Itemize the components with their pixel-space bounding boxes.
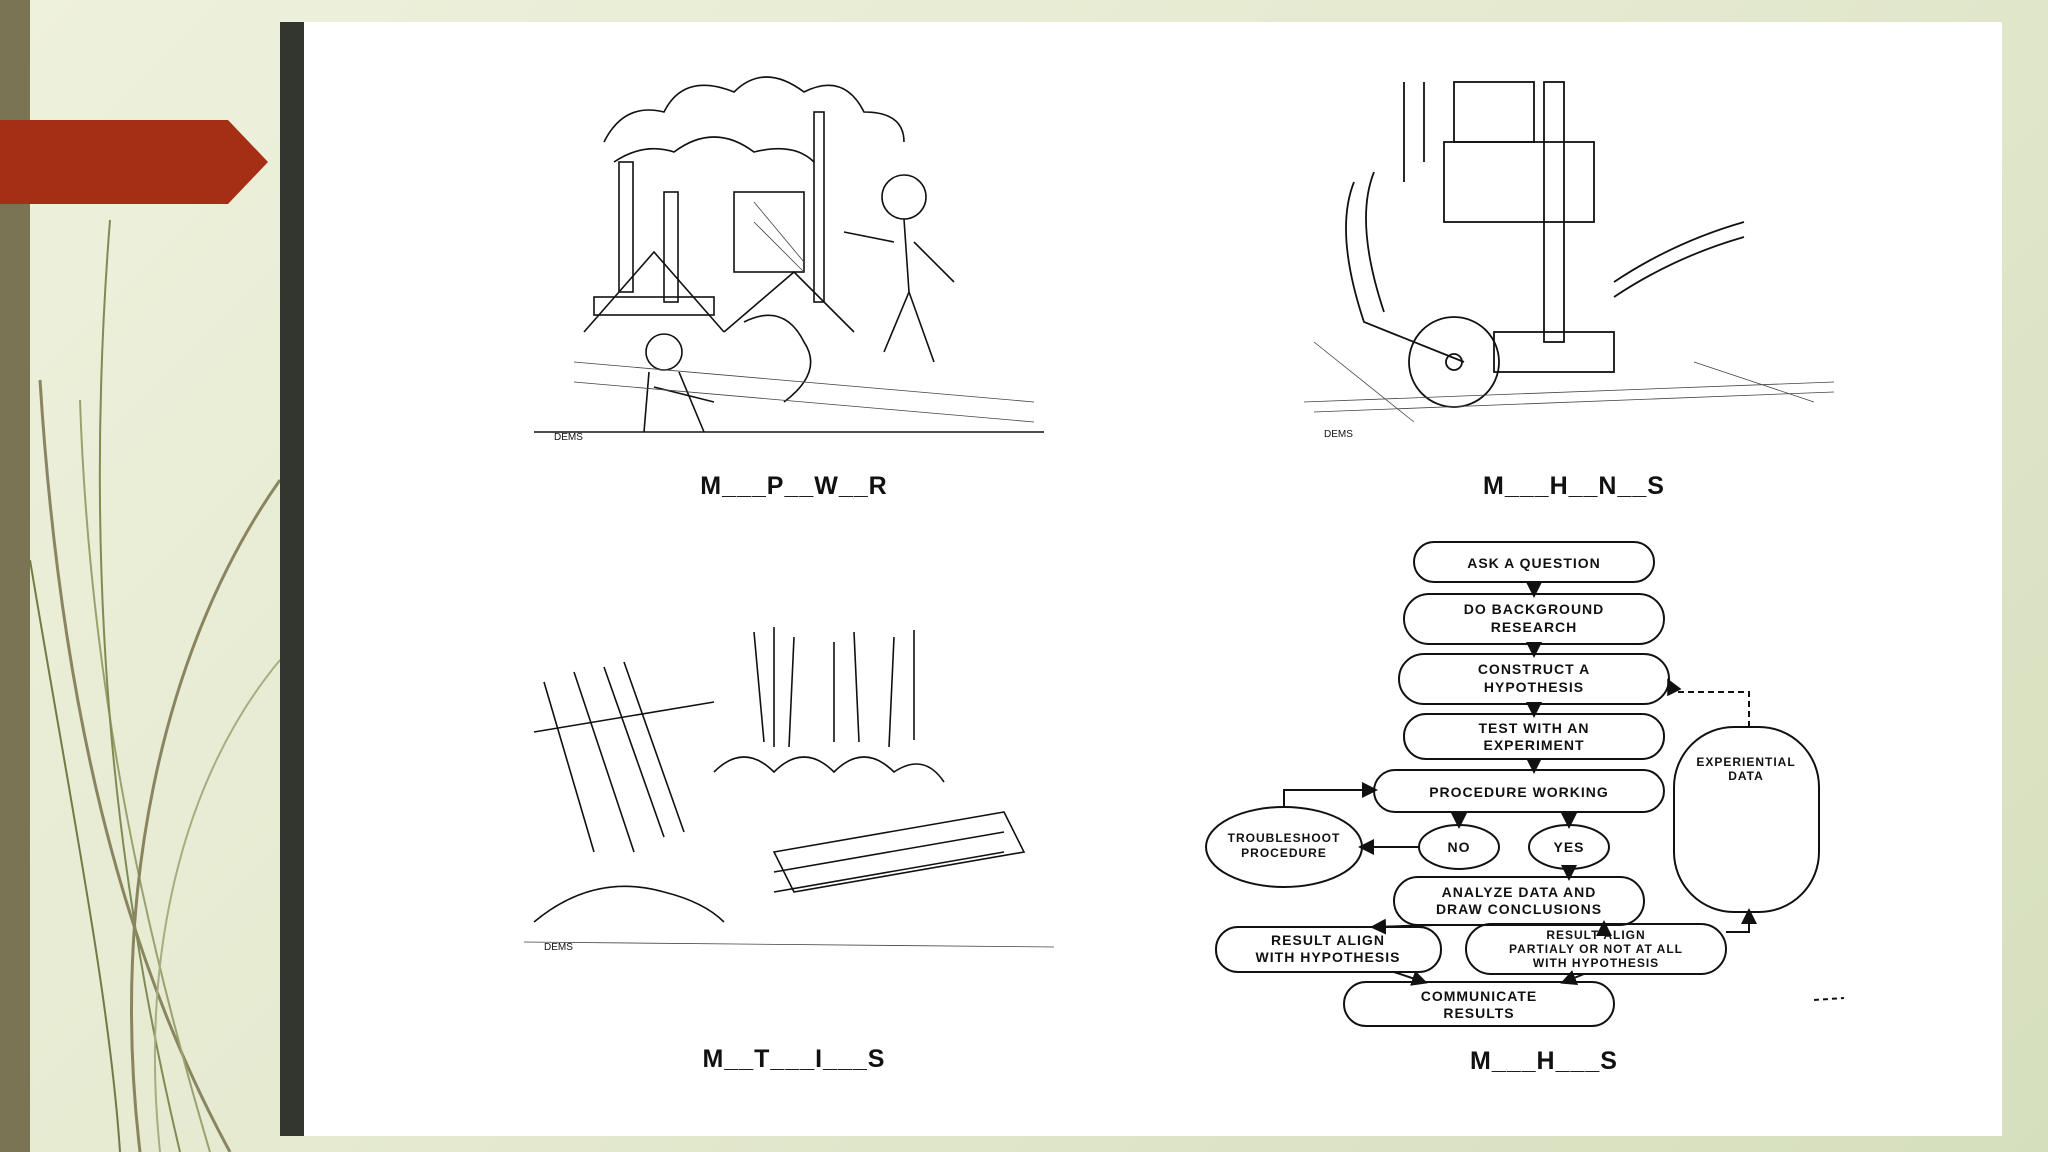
- artist-mark: DEMS: [554, 432, 583, 442]
- node-align-label-1: RESULT ALIGN: [1271, 932, 1385, 948]
- slide-left-border: [280, 22, 304, 1136]
- node-test-label-2: EXPERIMENT: [1483, 737, 1584, 753]
- word-puzzle-manpower: M___P__W__R: [700, 472, 888, 500]
- node-analyze-label-2: DRAW CONCLUSIONS: [1436, 901, 1602, 917]
- panel-methods: ASK A QUESTION DO BACKGROUND RESEARCH CO…: [1204, 532, 1884, 1112]
- machines-illustration: DEMS: [1303, 81, 1835, 440]
- node-research-label-2: RESEARCH: [1491, 619, 1578, 635]
- node-experiential-label-1: EXPERIENTIAL: [1696, 755, 1795, 769]
- scientific-method-flowchart: ASK A QUESTION DO BACKGROUND RESEARCH CO…: [1205, 541, 1845, 1027]
- node-research-label-1: DO BACKGROUND: [1464, 601, 1605, 617]
- panel-materials: DEMS M__T___I___S: [514, 622, 1074, 1102]
- node-procedure-label: PROCEDURE WORKING: [1429, 784, 1609, 800]
- node-hypothesis-label-1: CONSTRUCT A: [1478, 661, 1590, 677]
- panel-machines: DEMS M___H__N__S: [1294, 42, 1854, 522]
- artist-mark: DEMS: [1324, 429, 1353, 440]
- slide-content: DEMS M___P__W__R: [304, 22, 2002, 1136]
- node-troubleshoot-label-1: TROUBLESHOOT: [1228, 831, 1341, 845]
- manpower-illustration: DEMS: [534, 76, 1044, 442]
- node-align: [1215, 926, 1442, 973]
- word-puzzle-machines: M___H__N__S: [1483, 472, 1665, 500]
- node-communicate-label-1: COMMUNICATE: [1421, 988, 1538, 1004]
- node-align-label-2: WITH HYPOTHESIS: [1256, 949, 1401, 965]
- node-no-label: NO: [1448, 839, 1471, 855]
- node-partial-label-2: PARTIALY OR NOT AT ALL: [1509, 942, 1683, 956]
- panel-manpower: DEMS M___P__W__R: [514, 42, 1074, 522]
- node-test-label-1: TEST WITH AN: [1478, 720, 1589, 736]
- node-experiential-label-2: DATA: [1728, 769, 1764, 783]
- node-analyze-label-1: ANALYZE DATA AND: [1442, 884, 1597, 900]
- node-troubleshoot-label-2: PROCEDURE: [1241, 846, 1327, 860]
- materials-illustration: DEMS: [523, 627, 1055, 952]
- node-partial-label-1: RESULT ALIGN: [1546, 928, 1645, 942]
- word-puzzle-materials: M__T___I___S: [702, 1045, 886, 1073]
- node-partial-label-3: WITH HYPOTHESIS: [1533, 956, 1659, 970]
- node-ask-label: ASK A QUESTION: [1467, 555, 1601, 571]
- red-arrow-tab: [0, 120, 268, 204]
- node-communicate: [1343, 981, 1615, 1027]
- node-yes-label: YES: [1553, 839, 1584, 855]
- artist-mark: DEMS: [544, 942, 573, 952]
- decorative-curves: [29, 219, 282, 1152]
- word-puzzle-methods: M___H___S: [1470, 1047, 1618, 1075]
- node-hypothesis-label-2: HYPOTHESIS: [1484, 679, 1584, 695]
- node-communicate-label-2: RESULTS: [1443, 1005, 1514, 1021]
